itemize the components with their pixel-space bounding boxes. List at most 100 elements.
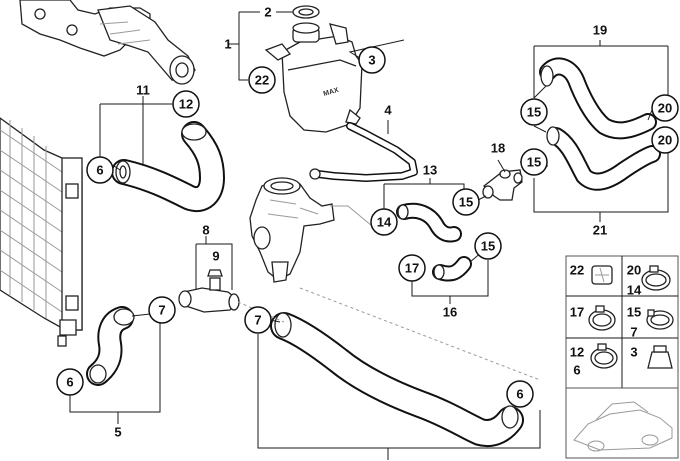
vehicle-thumbnail <box>565 387 679 459</box>
callout-circle <box>248 66 276 94</box>
hose-19 <box>539 57 657 140</box>
clamp-legend <box>565 255 679 389</box>
callout-5: 5 <box>114 425 121 440</box>
legend-label-7: 7 <box>630 325 637 340</box>
radiator <box>0 117 83 347</box>
callout-circle <box>452 188 480 216</box>
callout-11: 11 <box>136 83 150 98</box>
callout-number: 3 <box>368 53 375 68</box>
callout-number: 20 <box>658 133 672 148</box>
callout-number: 7 <box>158 303 165 318</box>
callout-number: 9 <box>212 249 219 264</box>
callout-circle <box>398 254 426 282</box>
hose-5 <box>86 306 135 386</box>
callout-number: 13 <box>423 163 437 178</box>
callout-circle <box>474 232 502 260</box>
callout-number: 4 <box>384 103 392 118</box>
legend-label-15: 15 <box>627 305 641 320</box>
callout-15d: 15 <box>474 232 502 260</box>
expansion-tank: MAX <box>264 22 363 133</box>
callout-circle <box>520 148 548 176</box>
callout-7b: 7 <box>244 306 272 334</box>
callout-7a: 7 <box>148 296 176 324</box>
legend-label-17: 17 <box>570 305 584 320</box>
callout-number: 7 <box>254 313 261 328</box>
hose-long-lower <box>270 312 524 447</box>
thermostat-housing <box>249 177 335 283</box>
callout-number: 16 <box>443 305 457 320</box>
legend-label-22: 22 <box>570 263 584 278</box>
callout-number: 14 <box>377 215 392 230</box>
callout-8: 8 <box>202 223 209 238</box>
callout-number: 15 <box>527 155 541 170</box>
t-connector-18 <box>482 169 523 201</box>
callout-number: 6 <box>66 375 73 390</box>
legend-label-14: 14 <box>627 283 642 298</box>
callout-circle <box>370 208 398 236</box>
callout-2: 2 <box>264 5 271 20</box>
callout-number: 6 <box>516 387 523 402</box>
callout-number: 19 <box>593 23 607 38</box>
callout-number: 17 <box>405 261 419 276</box>
callout-6b: 6 <box>56 368 84 396</box>
callout-number: 15 <box>527 105 541 120</box>
hose-11 <box>111 121 225 213</box>
callout-number: 8 <box>202 223 209 238</box>
callout-circle <box>172 90 200 118</box>
callout-circle <box>651 94 679 122</box>
legend-cell-12-6 <box>590 343 618 369</box>
legend-cell-15-7 <box>646 309 674 330</box>
callout-4: 4 <box>384 103 392 118</box>
callout-6c: 6 <box>506 380 534 408</box>
callout-circle <box>358 46 386 74</box>
callout-circle <box>148 296 176 324</box>
callout-number: 11 <box>136 83 150 98</box>
legend-label-3: 3 <box>630 345 637 360</box>
callout-number: 5 <box>114 425 121 440</box>
callout-19: 19 <box>593 23 607 38</box>
callout-circle <box>651 126 679 154</box>
callout-6a: 6 <box>86 156 114 184</box>
callout-number: 6 <box>96 163 103 178</box>
callout-20a: 20 <box>651 94 679 122</box>
max-level-mark: MAX <box>323 87 340 98</box>
hose-13 <box>396 202 462 243</box>
water-pump-fragment <box>19 0 196 85</box>
hose-4 <box>309 122 418 182</box>
callout-number: 18 <box>491 141 505 156</box>
callout-16: 16 <box>443 305 457 320</box>
callout-circle <box>244 306 272 334</box>
callout-17: 17 <box>398 254 426 282</box>
callout-14: 14 <box>370 208 398 236</box>
callout-3a: 3 <box>358 46 386 74</box>
callout-number: 15 <box>459 195 473 210</box>
callout-1: 1 <box>224 37 231 52</box>
legend-cell-3 <box>647 345 673 369</box>
hose-16 <box>432 256 472 282</box>
legend-label-12: 12 <box>570 345 584 360</box>
y-connector-8 <box>178 269 240 313</box>
callout-9: 9 <box>212 249 219 264</box>
legend-label-layer: 22 20 14 17 15 7 12 6 3 <box>570 263 642 378</box>
legend-label-20: 20 <box>627 263 641 278</box>
callout-circle <box>506 380 534 408</box>
callout-number: 2 <box>264 5 271 20</box>
callout-number: 1 <box>224 37 231 52</box>
hose-21 <box>546 126 661 191</box>
callout-12a: 12 <box>172 90 200 118</box>
callout-21: 21 <box>593 223 607 238</box>
callout-15a: 15 <box>520 98 548 126</box>
callout-22a: 22 <box>248 66 276 94</box>
legend-cell-20-14 <box>641 265 671 291</box>
callout-20b: 20 <box>651 126 679 154</box>
callout-13: 13 <box>423 163 437 178</box>
callout-number: 20 <box>658 101 672 116</box>
legend-label-6: 6 <box>573 363 580 378</box>
callout-number: 22 <box>255 73 269 88</box>
callout-number: 12 <box>179 97 193 112</box>
callout-15c: 15 <box>452 188 480 216</box>
callout-circle <box>86 156 114 184</box>
legend-cell-17 <box>588 305 616 331</box>
